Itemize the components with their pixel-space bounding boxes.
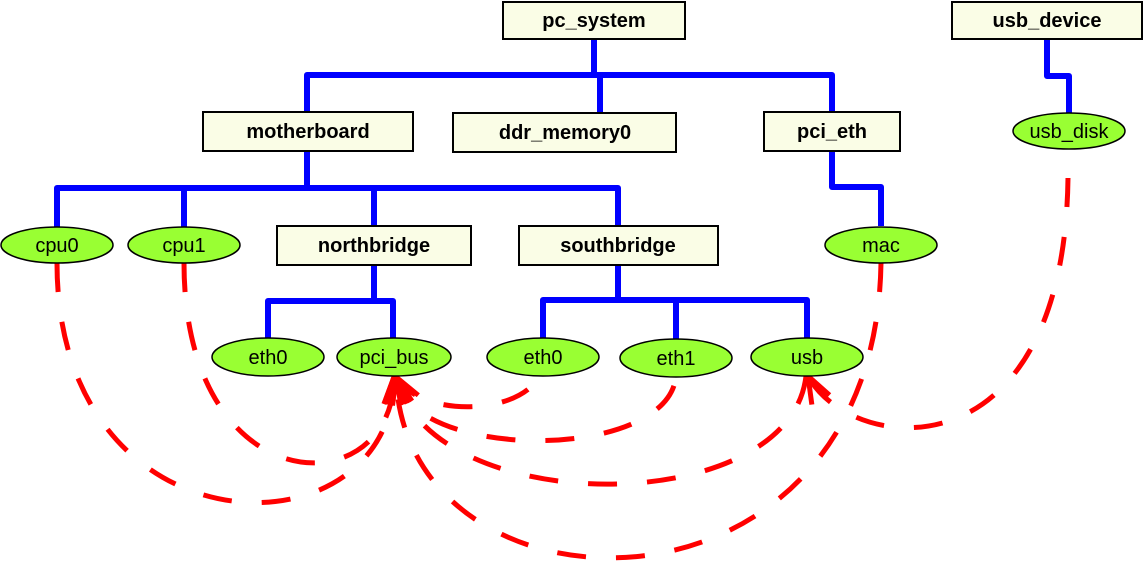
node-ellipse <box>1012 112 1126 150</box>
node-cpu1: cpu1 <box>127 226 241 264</box>
node-ellipse <box>211 337 325 377</box>
node-usb-device: usb_device <box>951 1 1143 40</box>
node-ellipse <box>127 226 241 264</box>
node-pci-eth: pci_eth <box>763 111 901 152</box>
node-label: usb_disk <box>1030 121 1110 143</box>
dependency-edge-usb-disk-usb <box>804 177 1071 431</box>
node-motherboard: motherboard <box>202 111 414 152</box>
dependency-edge-cpu0-pci-bus <box>54 262 407 506</box>
node-label: mac <box>862 235 900 257</box>
hierarchy-edge-motherboard-cpu1 <box>181 151 310 227</box>
node-cpu0: cpu0 <box>0 226 114 264</box>
dependency-edge-usb-pci-bus <box>390 370 809 487</box>
node-label: eth0 <box>524 347 563 369</box>
hierarchy-edge-pci-eth-mac <box>829 151 884 226</box>
dependency-edge-eth1-pci-bus <box>388 369 679 443</box>
node-usb-disk: usb_disk <box>1012 112 1126 150</box>
hierarchy-edge-pc-system-motherboard <box>304 39 597 112</box>
hierarchy-edge-northbridge-eth0 <box>265 265 377 338</box>
node-ellipse <box>619 338 733 378</box>
node-box <box>951 1 1143 40</box>
node-box <box>502 1 686 40</box>
node-ellipse <box>486 337 600 377</box>
hierarchy-edge-pc-system-pci-eth <box>591 39 835 112</box>
node-pci-bus: pci_bus <box>336 337 452 377</box>
node-box <box>763 111 901 152</box>
hierarchy-edge-usb-device-usb-disk <box>1044 39 1072 113</box>
dependency-edge-mac-pci-bus <box>384 262 884 561</box>
node-usb: usb <box>750 337 864 377</box>
hierarchy-edge-southbridge-eth0 <box>540 265 621 338</box>
node-label: eth0 <box>249 347 288 369</box>
node-ellipse <box>750 337 864 377</box>
node-eth0-southbridge: eth0 <box>486 337 600 377</box>
node-pc-system: pc_system <box>502 1 686 40</box>
node-eth0-northbridge: eth0 <box>211 337 325 377</box>
node-eth1: eth1 <box>619 338 733 378</box>
node-label: cpu0 <box>35 235 78 257</box>
node-label: motherboard <box>246 121 369 143</box>
hierarchy-edge-southbridge-usb <box>615 265 810 338</box>
node-label: usb_device <box>993 10 1102 32</box>
node-ellipse <box>336 337 452 377</box>
node-southbridge: southbridge <box>518 225 719 266</box>
dependency-edge-eth0-pci-bus <box>392 370 543 410</box>
node-box <box>202 111 414 152</box>
node-label: southbridge <box>560 235 676 257</box>
node-ellipse <box>0 226 114 264</box>
dependency-edge-cpu1-pci-bus <box>181 262 407 466</box>
hierarchy-edges <box>54 39 1072 339</box>
hierarchy-edge-northbridge-pci-bus <box>371 265 396 338</box>
node-mac: mac <box>824 226 938 264</box>
node-label: northbridge <box>318 235 430 257</box>
node-label: pci_bus <box>360 347 429 369</box>
node-label: eth1 <box>657 348 696 370</box>
node-label: pci_eth <box>797 121 867 143</box>
hierarchy-edge-motherboard-southbridge <box>304 151 621 226</box>
node-label: cpu1 <box>162 235 205 257</box>
nodes: pc_system usb_device motherboard ddr_mem… <box>0 1 1143 378</box>
node-label: pc_system <box>542 10 645 32</box>
node-northbridge: northbridge <box>276 225 472 266</box>
node-box <box>452 112 677 153</box>
node-ddr-memory0: ddr_memory0 <box>452 112 677 153</box>
node-ellipse <box>824 226 938 264</box>
node-box <box>276 225 472 266</box>
dependency-edges <box>54 177 1071 561</box>
node-label: ddr_memory0 <box>499 122 631 144</box>
node-box <box>518 225 719 266</box>
node-label: usb <box>791 347 823 369</box>
